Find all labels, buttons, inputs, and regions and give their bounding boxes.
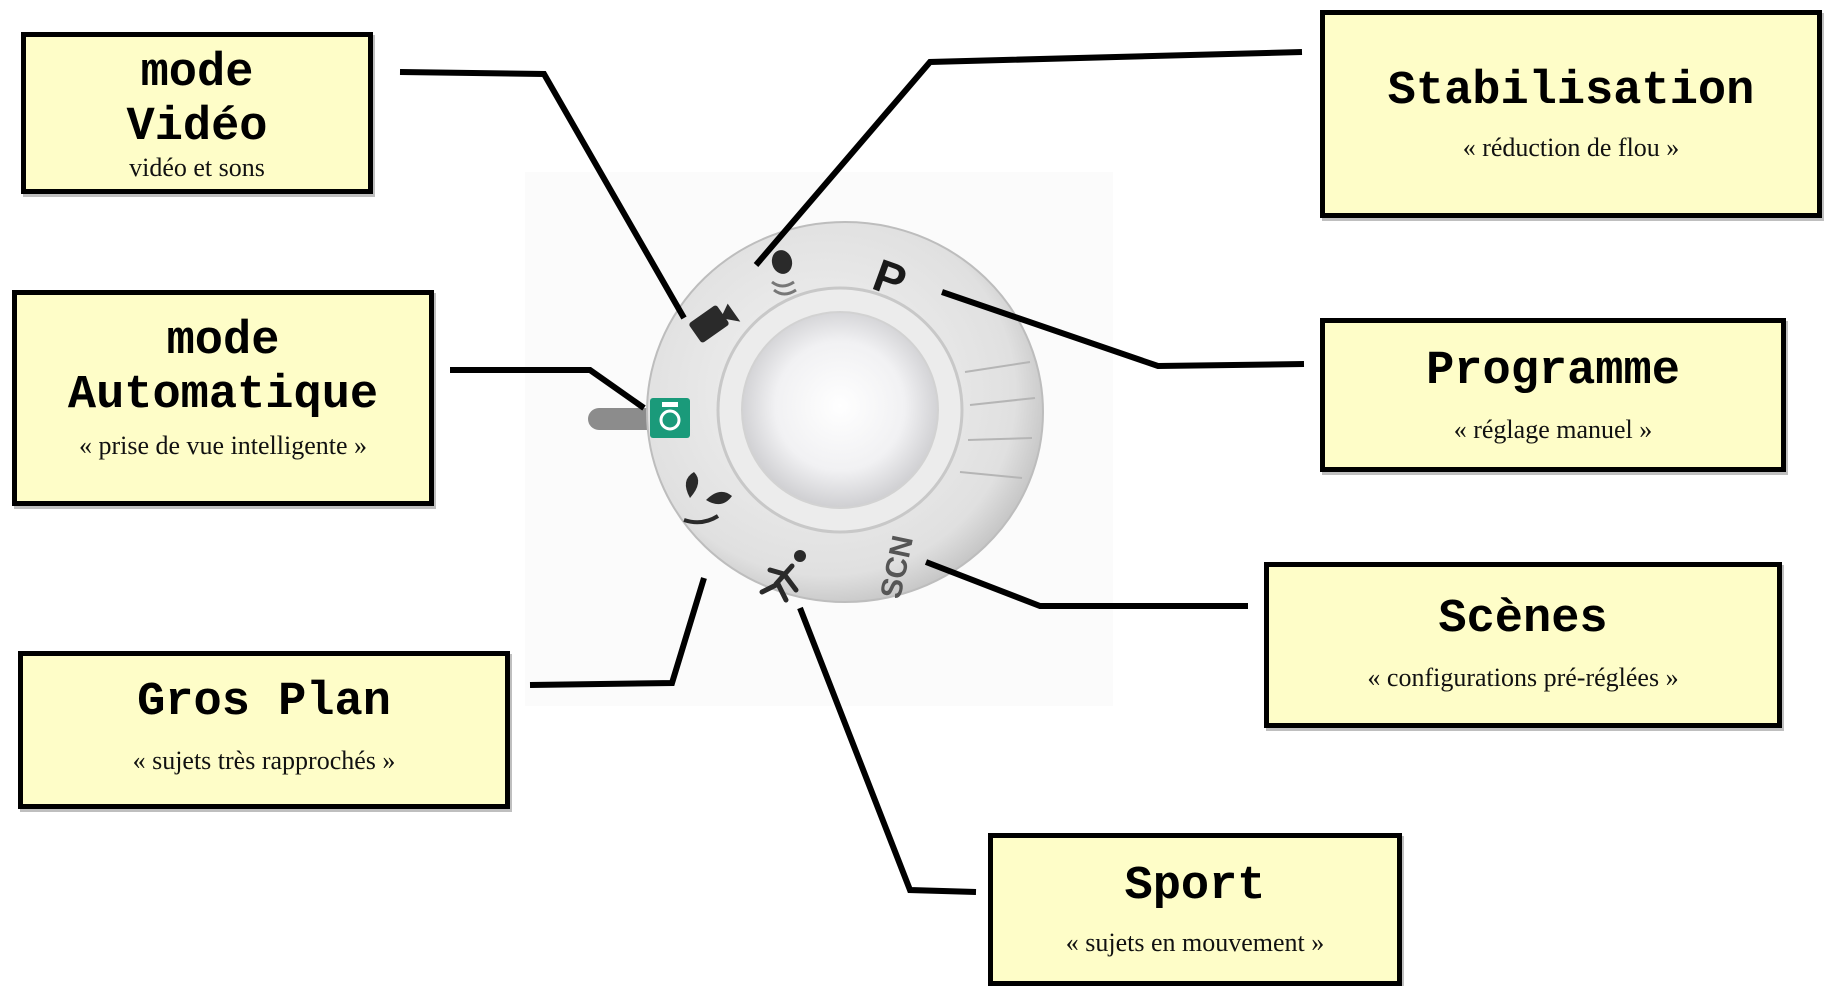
label-closeup-title: Gros Plan	[137, 676, 391, 729]
label-video-title-line1: mode	[140, 47, 254, 100]
closeup-icon	[683, 472, 732, 525]
label-video-subtitle: vidéo et sons	[129, 153, 265, 182]
leader-closeup	[529, 577, 707, 688]
label-auto-mode: mode Automatique « prise de vue intellig…	[12, 290, 434, 506]
label-scenes-title: Scènes	[1438, 593, 1608, 646]
leader-stab	[753, 49, 1303, 267]
label-sport-title: Sport	[1124, 860, 1266, 913]
label-program-subtitle: « réglage manuel »	[1453, 415, 1653, 444]
label-video-title-line2: Vidéo	[126, 101, 268, 154]
sport-icon	[759, 550, 806, 603]
label-closeup-subtitle: « sujets très rapprochés »	[132, 746, 396, 775]
shutter-button	[741, 311, 939, 509]
label-scenes: Scènes « configurations pré-réglées »	[1264, 562, 1782, 728]
leader-video	[399, 69, 687, 320]
label-scenes-subtitle: « configurations pré-réglées »	[1367, 663, 1679, 692]
leader-scenes	[924, 559, 1248, 609]
leader-lines	[399, 49, 1305, 895]
label-stab-subtitle: « réduction de flou »	[1462, 133, 1680, 162]
label-sport: Sport « sujets en mouvement »	[988, 833, 1402, 986]
label-program: Programme « réglage manuel »	[1320, 318, 1786, 472]
video-mode-icon	[689, 303, 741, 343]
leader-program	[941, 289, 1305, 370]
label-stab-title: Stabilisation	[1387, 65, 1755, 118]
label-auto-title-line1: mode	[166, 315, 280, 368]
label-video-mode: mode Vidéo vidéo et sons	[21, 32, 373, 194]
leader-auto	[450, 367, 646, 411]
label-program-title: Programme	[1426, 345, 1680, 398]
label-closeup: Gros Plan « sujets très rapprochés »	[18, 651, 510, 809]
label-sport-subtitle: « sujets en mouvement »	[1065, 928, 1325, 957]
dial-grip	[959, 361, 1036, 479]
label-auto-title-line2: Automatique	[67, 369, 379, 422]
label-stabilization: Stabilisation « réduction de flou »	[1320, 10, 1822, 218]
mode-lever	[588, 408, 658, 430]
label-auto-subtitle: « prise de vue intelligente »	[78, 431, 368, 460]
leader-sport	[797, 606, 977, 895]
stabilization-icon	[771, 250, 797, 296]
auto-mode-icon	[650, 398, 690, 438]
